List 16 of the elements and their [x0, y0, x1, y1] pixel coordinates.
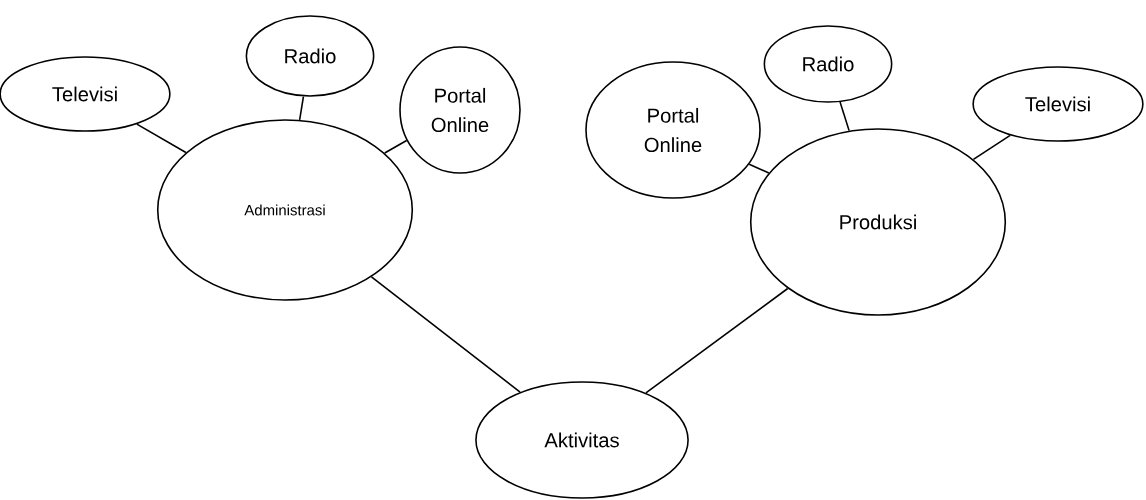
connector-line [298, 95, 305, 121]
ellipse-node: Radio [763, 25, 893, 103]
ellipse-node: Radio [245, 15, 375, 97]
ellipse-node: Aktivitas [475, 381, 689, 499]
connector-line [748, 163, 770, 174]
connector-line [972, 134, 1011, 161]
ellipse-node: Portal Online [585, 61, 761, 199]
connector-line [370, 276, 521, 393]
connector-line [383, 139, 408, 154]
connector-line [645, 287, 789, 394]
ellipse-node: Produksi [749, 128, 1007, 316]
ellipse-node: Portal Online [399, 46, 521, 174]
connector-line [839, 101, 850, 132]
ellipse-node: Televisi [972, 66, 1144, 142]
ellipse-node: Administrasi [156, 119, 414, 301]
connector-line [136, 123, 187, 154]
